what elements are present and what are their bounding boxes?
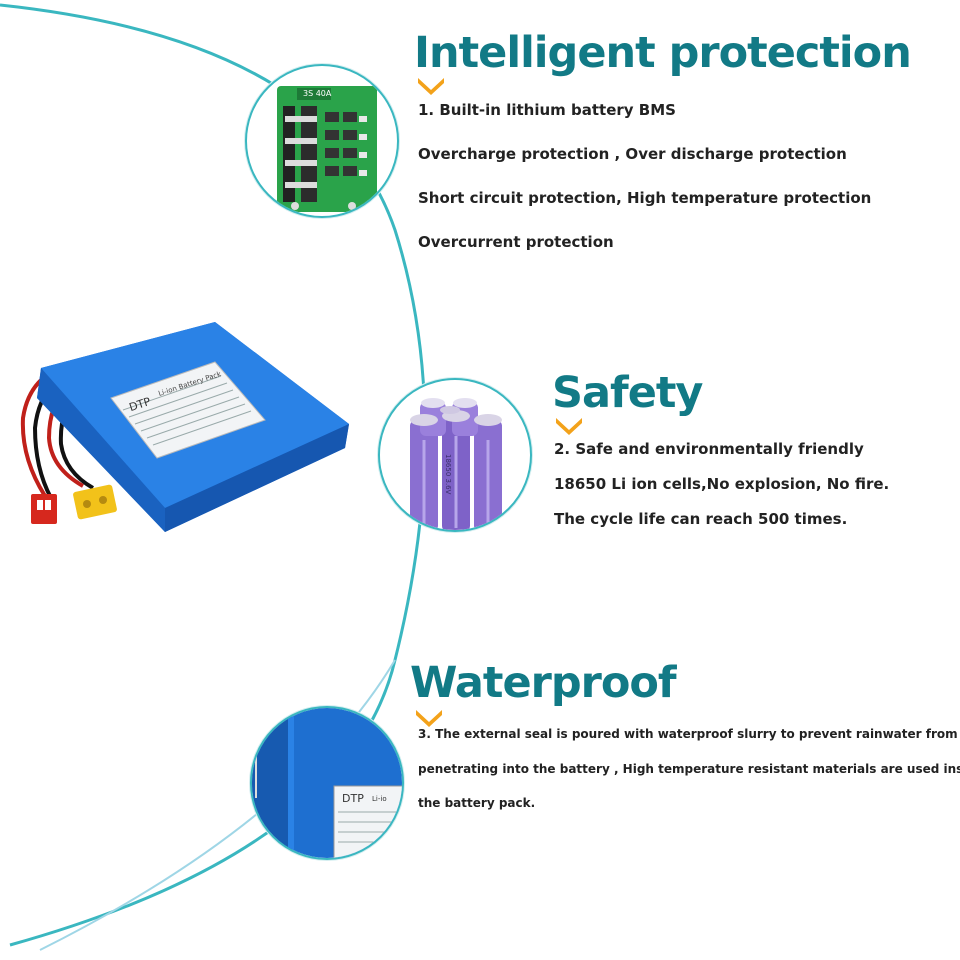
safety-heading: Safety	[552, 368, 703, 418]
bms-board-image: 3S 40A	[245, 64, 399, 218]
chevron-down-icon	[418, 78, 444, 95]
protection-line-4: Overcurrent protection	[418, 233, 614, 251]
protection-line-1: 1. Built-in lithium battery BMS	[418, 101, 676, 119]
closeup-brand: DTP	[342, 792, 364, 805]
safety-line-1: 2. Safe and environmentally friendly	[554, 440, 864, 458]
waterproof-heading: Waterproof	[410, 658, 677, 708]
safety-line-2: 18650 Li ion cells,No explosion, No fire…	[554, 475, 890, 493]
pack-closeup-image: DTP Li-io	[250, 706, 404, 860]
waterproof-line-3: the battery pack.	[418, 796, 536, 810]
waterproof-line-2: penetrating into the battery , High temp…	[418, 762, 960, 776]
cell-marking: 18650 3.6V	[444, 454, 452, 495]
chevron-down-icon	[556, 418, 582, 435]
battery-cells-image: 18650 3.6V	[378, 378, 532, 532]
protection-line-3: Short circuit protection, High temperatu…	[418, 189, 872, 207]
waterproof-line-1: 3. The external seal is poured with wate…	[418, 727, 958, 741]
bms-label: 3S 40A	[303, 89, 332, 98]
chevron-down-icon	[416, 710, 442, 727]
protection-line-2: Overcharge protection , Over discharge p…	[418, 145, 847, 163]
battery-pack-image: DTP Li-ion Battery Pack	[15, 318, 355, 538]
closeup-model-hint: Li-io	[372, 795, 387, 803]
safety-line-3: The cycle life can reach 500 times.	[554, 510, 848, 528]
protection-heading: Intelligent protection	[414, 28, 912, 78]
